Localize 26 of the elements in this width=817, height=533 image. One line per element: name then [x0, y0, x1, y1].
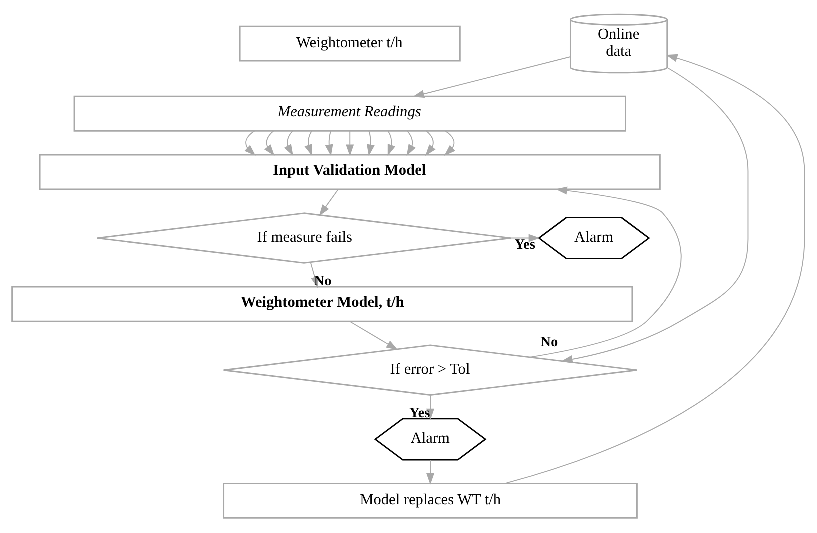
- edge-label: Yes: [514, 236, 536, 253]
- arrow: [325, 130, 334, 156]
- node-box: Measurement Readings: [74, 96, 626, 132]
- arrow: [529, 186, 682, 358]
- node-box: Weightometer t/h: [239, 26, 461, 62]
- arrow: [349, 321, 398, 350]
- arrow: [319, 189, 339, 216]
- node-box: Input Validation Model: [39, 154, 661, 190]
- arrow: [284, 130, 294, 156]
- arrow: [425, 130, 436, 156]
- node-diamond: If measure fails: [96, 212, 512, 264]
- arrow: [304, 130, 312, 156]
- node-box: Model replaces WT t/h: [223, 483, 638, 519]
- arrow: [388, 130, 396, 156]
- node-box: Weightometer Model, t/h: [12, 286, 634, 322]
- arrow: [561, 67, 749, 364]
- arrow: [264, 130, 275, 156]
- arrow: [426, 459, 435, 485]
- arrow: [406, 130, 416, 156]
- arrow: [504, 54, 806, 484]
- arrow: [244, 130, 256, 156]
- arrow: [444, 130, 456, 156]
- arrow: [412, 56, 572, 98]
- arrow: [366, 130, 375, 156]
- arrow: [346, 130, 354, 156]
- arrow: [510, 234, 540, 242]
